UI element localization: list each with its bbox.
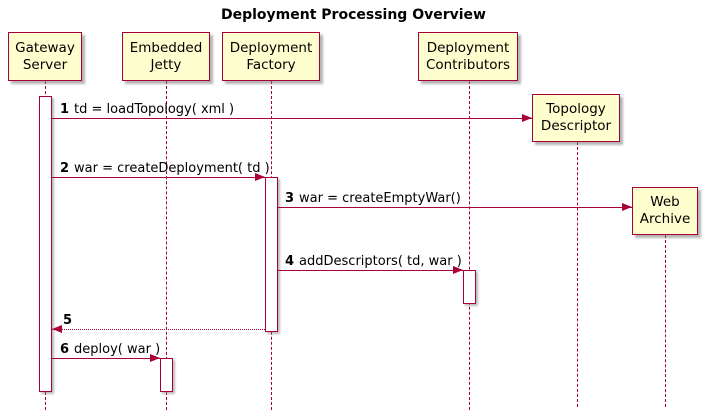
message-3-text: war = createEmptyWar() — [299, 191, 461, 206]
activation-embedded-jetty — [160, 358, 173, 392]
activation-deployment-contributors — [463, 270, 476, 304]
message-2-arrowhead-icon — [255, 173, 265, 181]
participant-embedded-jetty: Embedded Jetty — [122, 32, 210, 81]
message-2-text: war = createDeployment( td ) — [74, 161, 270, 176]
message-6-line — [52, 358, 160, 359]
message-3-label: 3 war = createEmptyWar() — [285, 191, 461, 206]
message-5-label: 5 — [63, 313, 77, 328]
message-6-arrowhead-icon — [150, 354, 160, 362]
activation-gateway-server — [39, 96, 52, 392]
participant-web-archive-label: Web Archive — [639, 194, 691, 227]
diagram-title: Deployment Processing Overview — [221, 7, 486, 23]
message-1-arrowhead-icon — [522, 114, 532, 122]
message-1-line — [52, 118, 532, 119]
message-4-text: addDescriptors( td, war ) — [299, 254, 462, 269]
message-6-label: 6 deploy( war ) — [60, 342, 160, 357]
message-2-label: 2 war = createDeployment( td ) — [60, 161, 270, 176]
lifeline-embedded-jetty — [166, 81, 167, 410]
participant-deployment-factory-label: Deployment Factory — [229, 39, 313, 73]
message-1-text: td = loadTopology( xml ) — [74, 102, 235, 117]
message-5-number: 5 — [63, 313, 73, 328]
message-5-arrowhead-icon — [52, 325, 62, 333]
message-3-arrowhead-icon — [622, 203, 632, 211]
message-4-line — [278, 270, 463, 271]
message-1-label: 1 td = loadTopology( xml ) — [60, 102, 234, 117]
message-4-arrowhead-icon — [453, 266, 463, 274]
message-4-label: 4 addDescriptors( td, war ) — [285, 254, 462, 269]
lifeline-topology-descriptor — [577, 142, 578, 407]
participant-deployment-contributors: Deployment Contributors — [418, 32, 518, 81]
message-5-line — [52, 329, 265, 330]
participant-gateway-server-label: Gateway Server — [15, 39, 75, 73]
lifeline-web-archive — [665, 235, 666, 407]
message-4-number: 4 — [285, 254, 295, 269]
participant-topology-descriptor: Topology Descriptor — [532, 94, 620, 142]
message-2-number: 2 — [60, 161, 70, 176]
message-2-line — [52, 177, 265, 178]
participant-embedded-jetty-label: Embedded Jetty — [129, 39, 203, 73]
message-6-number: 6 — [60, 342, 70, 357]
participant-gateway-server: Gateway Server — [8, 32, 82, 81]
activation-deployment-factory — [265, 177, 278, 332]
participant-deployment-contributors-label: Deployment Contributors — [425, 39, 511, 73]
message-3-number: 3 — [285, 191, 295, 206]
message-6-text: deploy( war ) — [74, 342, 161, 357]
participant-web-archive: Web Archive — [632, 187, 698, 235]
participant-topology-descriptor-label: Topology Descriptor — [540, 101, 612, 134]
message-3-line — [278, 207, 632, 208]
participant-deployment-factory: Deployment Factory — [222, 32, 320, 81]
lifeline-deployment-contributors — [469, 81, 470, 410]
message-1-number: 1 — [60, 102, 70, 117]
